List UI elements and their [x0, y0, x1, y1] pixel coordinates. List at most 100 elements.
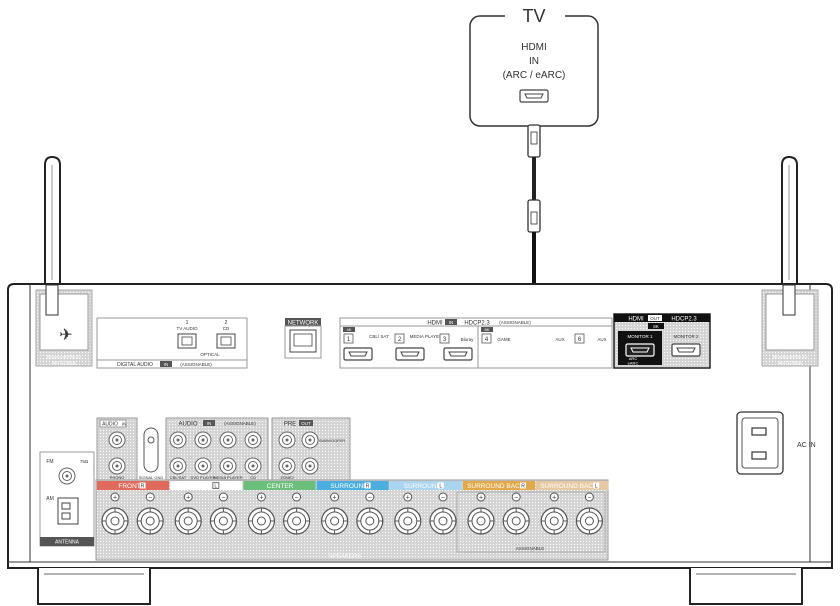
hdmi-out-monitor1-port	[625, 343, 655, 357]
minus-sign: −	[514, 495, 518, 502]
cd-jack-l	[244, 431, 262, 449]
tv-box: TV HDMI IN (ARC / eARC)	[469, 5, 599, 127]
svg-text:CBL/ SAT: CBL/ SAT	[369, 334, 389, 339]
ac-in-label: AC IN	[797, 442, 816, 449]
optical-label: OPTICAL	[200, 352, 220, 357]
pre-out-section: PRE OUT SUBWOOFER ZONE2	[271, 417, 351, 481]
speaker-group-header	[170, 481, 243, 490]
minus-sign: −	[441, 495, 445, 502]
hdmi-out-monitor2-port	[671, 343, 701, 357]
media-player-jack-l	[219, 431, 237, 449]
svg-text:4: 4	[485, 337, 489, 343]
svg-text:AUX: AUX	[555, 337, 564, 342]
pre-out-badge: OUT	[301, 421, 311, 426]
speaker-group-header	[97, 481, 170, 490]
digital-audio-section: 1 TV AUDIO 2 CD OPTICAL DIGITAL AUDIO IN…	[96, 317, 248, 369]
speaker-side-badge	[520, 482, 526, 489]
minus-sign: −	[148, 495, 152, 502]
speaker-group-header	[243, 481, 316, 490]
dvd-jack-l	[194, 431, 212, 449]
fm-label: FM	[46, 459, 53, 465]
analog-audio-section: AUDIO IN PHONO SIGNAL GND AUDIO IN (ASSI…	[96, 417, 269, 481]
speaker-side-text: R	[366, 484, 370, 490]
antenna-left-icon	[44, 155, 61, 283]
speaker-group-label: FRONT	[192, 483, 214, 490]
speaker-side-badge	[139, 482, 146, 489]
plus-sign: +	[259, 495, 263, 502]
svg-text:AUX: AUX	[597, 337, 606, 342]
svg-text:1: 1	[347, 337, 351, 343]
tv-hdmi-port-icon	[519, 89, 549, 103]
speaker-group-label: FRONT	[118, 483, 140, 490]
speaker-side-text: L	[439, 484, 442, 490]
hdmi-out-arc-line1: ARC	[629, 356, 638, 361]
speaker-side-badge	[212, 482, 220, 489]
cd-jack-r	[244, 457, 262, 475]
antenna-left-label1: Bluetooth/Wi-Fi	[47, 355, 81, 361]
ac-in-section: AC IN	[736, 411, 816, 475]
foot-right	[689, 568, 803, 605]
hdmi-out-title: HDMI	[628, 317, 644, 323]
hdmi-out-badge: OUT	[650, 316, 660, 321]
hdmi-in-port-3: 3 Bluray	[439, 333, 475, 361]
speaker-terminal-negative	[209, 507, 237, 535]
speakers-assignable: ASSIGNABLE	[516, 546, 545, 551]
am-antenna-terminal	[57, 497, 79, 525]
subwoofer-jack-1	[278, 431, 296, 449]
speaker-terminal-positive	[467, 507, 495, 535]
plus-icon	[330, 492, 340, 502]
minus-icon	[292, 492, 302, 502]
hdmi-in-section: HDMI IN HDCP2.3 (ASSIGNABLE) 4K 8K 1 CBL…	[339, 317, 613, 369]
speaker-side-text: R	[141, 484, 145, 490]
speaker-terminal-negative	[283, 507, 311, 535]
hdmi-in-hdcp: HDCP2.3	[464, 321, 490, 327]
antenna-right-label2: ANTENNA	[778, 361, 803, 367]
plus-sign: +	[333, 495, 337, 502]
cable-plug-bottom-icon	[527, 199, 541, 233]
cbl-sat-jack-r	[169, 457, 187, 475]
plus-icon	[110, 492, 120, 502]
svg-text:2: 2	[398, 337, 402, 343]
zone2-jack-r	[301, 457, 319, 475]
hdmi-out-section: HDMI OUT HDCP2.3 8K MONITOR 1 ARC eARC M…	[613, 313, 711, 369]
speaker-group-header	[316, 481, 389, 490]
antenna-left-label2: ANTENNA	[52, 361, 77, 367]
plus-sign: +	[113, 495, 117, 502]
tuner-antenna-label: ANTENNA	[55, 540, 80, 546]
hdmi-out-hdcp: HDCP2.3	[671, 317, 697, 323]
speaker-side-badge	[364, 482, 371, 489]
speaker-terminal-positive	[394, 507, 422, 535]
plus-icon	[256, 492, 266, 502]
hdmi-in-4k-badge: 4K	[347, 327, 352, 332]
speaker-group-header	[389, 481, 462, 490]
svg-text:Bluray: Bluray	[461, 337, 475, 342]
speaker-terminal-negative	[356, 507, 384, 535]
speaker-terminal-positive	[247, 507, 275, 535]
tuner-section: FM 75Ω AM ANTENNA	[39, 451, 95, 547]
minus-sign: −	[368, 495, 372, 502]
speaker-side-badge	[593, 482, 600, 489]
plus-icon	[549, 492, 559, 502]
audio-assignable: (ASSIGNABLE)	[224, 421, 256, 426]
audio-in-badge: IN	[207, 421, 212, 426]
speaker-terminal-positive	[174, 507, 202, 535]
hdmi-in-badge: IN	[449, 320, 454, 325]
network-section: NETWORK	[284, 318, 322, 359]
audio-label: AUDIO	[178, 422, 197, 428]
cd-label: CD	[250, 475, 256, 480]
fm-antenna-jack	[58, 467, 76, 485]
pre-out-label: PRE	[284, 422, 296, 428]
hdmi-out-monitor1: MONITOR 1	[628, 334, 653, 339]
speaker-terminal-positive	[101, 507, 129, 535]
audio-side-label: AUDIO	[102, 422, 118, 428]
antenna-right-label1: Bluetooth/Wi-Fi	[773, 355, 807, 361]
tv-port-line3: (ARC / eARC)	[503, 70, 566, 81]
optical-input2-name: CD	[223, 326, 230, 331]
speaker-terminal-negative	[502, 507, 530, 535]
optical-input1-name: TV AUDIO	[176, 326, 198, 331]
minus-icon	[511, 492, 521, 502]
